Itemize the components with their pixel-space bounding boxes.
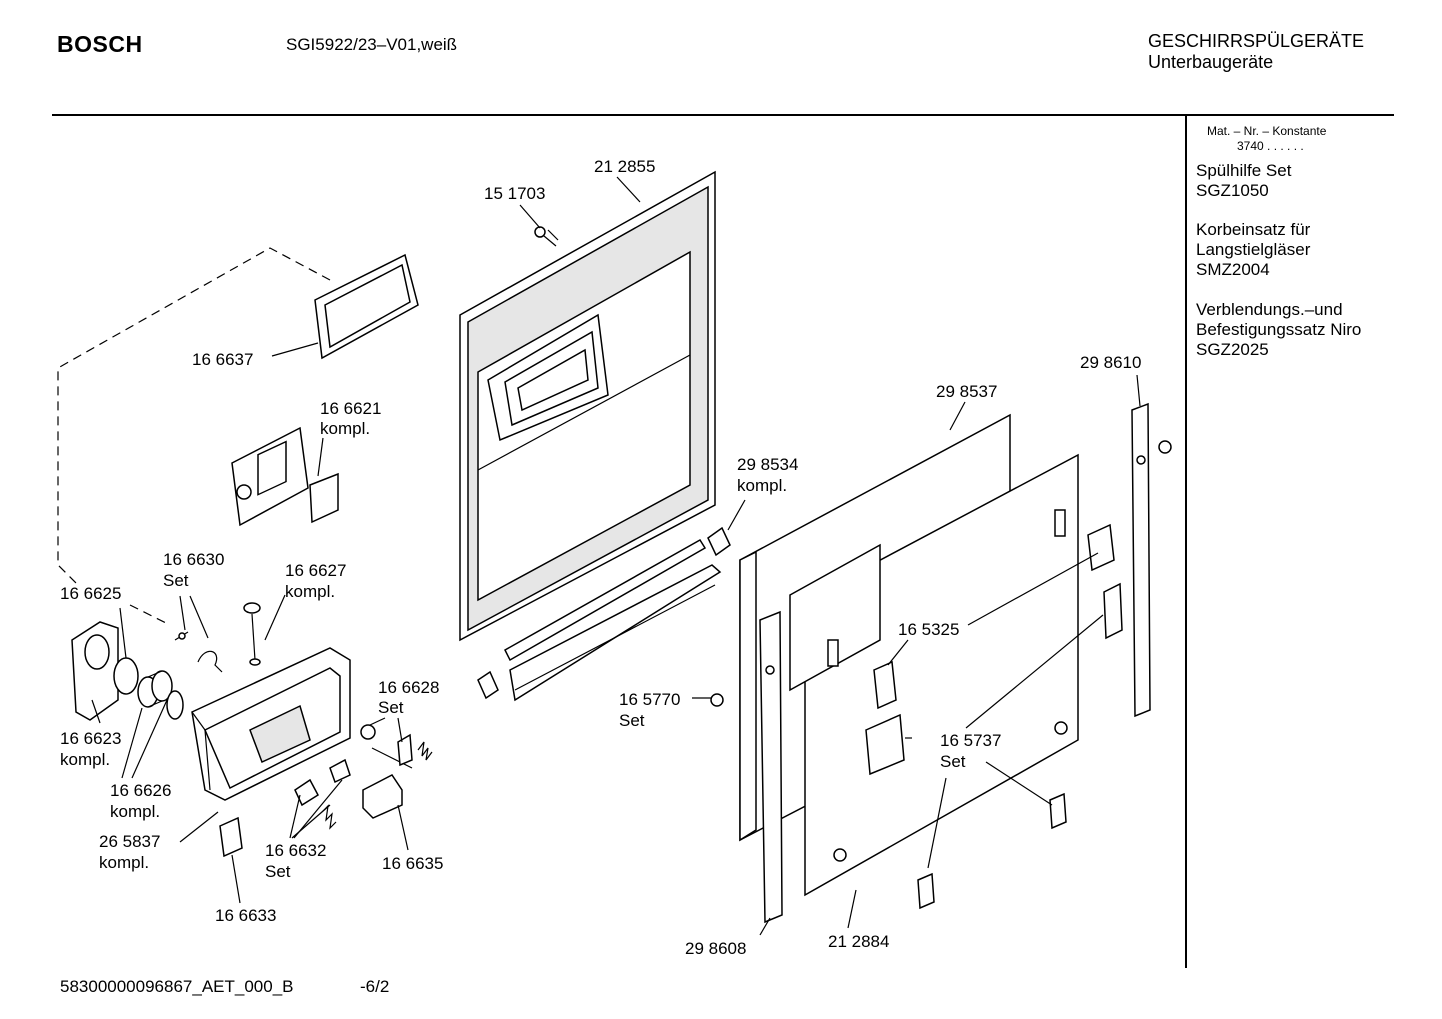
part-label-298534-note: kompl. xyxy=(737,476,788,495)
hinge-plate-part xyxy=(865,713,905,776)
part-label-212884: 21 2884 xyxy=(828,932,890,951)
clip-part xyxy=(219,816,243,858)
window-frame-part xyxy=(314,253,419,360)
category-title: GESCHIRRSPÜLGERÄTE xyxy=(1148,31,1365,51)
sleeve-part xyxy=(137,670,173,708)
accessory-2-name-line2: Langstielgläser xyxy=(1196,240,1311,259)
part-label-166627-note: kompl. xyxy=(285,582,336,601)
pin-knob-part xyxy=(243,602,261,666)
part-label-166623-note: kompl. xyxy=(60,750,111,769)
accessory-1-code: SGZ1050 xyxy=(1196,181,1269,200)
knob-cap-part xyxy=(1158,440,1172,454)
brand-logo: BOSCH xyxy=(57,31,143,57)
part-label-165737: 16 5737 xyxy=(940,731,1002,750)
part-label-166621-note: kompl. xyxy=(320,419,371,438)
dispenser-part xyxy=(231,426,339,527)
accessory-3-name-line1: Verblendungs.–und xyxy=(1196,300,1343,319)
part-label-166630: 16 6630 xyxy=(163,550,225,569)
accessory-3-code: SGZ2025 xyxy=(1196,340,1269,359)
o-ring-part xyxy=(166,690,184,720)
part-label-151703: 15 1703 xyxy=(484,184,546,203)
part-label-265837: 26 5837 xyxy=(99,832,161,851)
part-label-165770-note: Set xyxy=(619,711,645,730)
part-label-166628-note: Set xyxy=(378,698,404,717)
accessory-1-name: Spülhilfe Set xyxy=(1196,161,1292,180)
part-label-166630-note: Set xyxy=(163,571,189,590)
accessory-2-name-line1: Korbeinsatz für xyxy=(1196,220,1311,239)
header-divider xyxy=(52,114,1394,116)
assembly-dashed-outline xyxy=(57,247,331,586)
part-label-298610: 29 8610 xyxy=(1080,353,1142,372)
part-label-166626-note: kompl. xyxy=(110,802,161,821)
control-housing-part xyxy=(191,647,351,801)
accessory-3-name-line2: Befestigungssatz Niro xyxy=(1196,320,1362,339)
handle-cover-part xyxy=(71,621,119,721)
part-label-166627: 16 6627 xyxy=(285,561,347,580)
part-label-298608: 29 8608 xyxy=(685,939,747,958)
clip-upper-part xyxy=(873,660,897,710)
side-rail-right-part xyxy=(1131,402,1151,718)
hinge-left-part xyxy=(477,670,499,700)
inner-door-panel xyxy=(459,170,716,642)
mat-number-value: 3740 . . . . . . xyxy=(1237,139,1304,153)
part-label-212855: 21 2855 xyxy=(594,157,656,176)
part-label-166628: 16 6628 xyxy=(378,678,440,697)
part-label-165770: 16 5770 xyxy=(619,690,681,709)
ball-part xyxy=(360,724,376,740)
switch-part xyxy=(362,774,403,819)
bracket-side-part xyxy=(1103,582,1123,640)
bracket-upper-part xyxy=(1087,523,1115,572)
lever-part xyxy=(371,733,433,769)
leader-lines xyxy=(91,176,1141,936)
decor-panel-part xyxy=(789,453,1079,897)
page-number: -6/2 xyxy=(360,977,390,996)
spring-part xyxy=(321,804,337,830)
part-label-265837-note: kompl. xyxy=(99,853,150,872)
cap-part xyxy=(710,693,724,707)
side-rail-left-part xyxy=(759,610,783,924)
sidebar-divider xyxy=(1185,116,1187,968)
part-label-166626: 16 6626 xyxy=(110,781,172,800)
part-label-166635: 16 6635 xyxy=(382,854,444,873)
part-label-166637: 16 6637 xyxy=(192,350,254,369)
category-subtitle: Unterbaugeräte xyxy=(1148,52,1274,72)
foot-left-part xyxy=(917,872,935,910)
hinge-bracket-part xyxy=(707,526,731,557)
part-label-165325: 16 5325 xyxy=(898,620,960,639)
part-label-298534: 29 8534 xyxy=(737,455,799,474)
document-number: 58300000096867_AET_000_B xyxy=(60,977,294,996)
screw-part xyxy=(534,226,559,247)
latch-slide-part xyxy=(294,758,351,807)
ring-seal-part xyxy=(113,657,139,695)
part-label-166621: 16 6621 xyxy=(320,399,382,418)
accessory-2-code: SMZ2004 xyxy=(1196,260,1270,279)
foot-right-part xyxy=(1049,792,1067,830)
part-label-166623: 16 6623 xyxy=(60,729,122,748)
mat-number-label: Mat. – Nr. – Konstante xyxy=(1207,124,1327,138)
spring-lever-part xyxy=(174,631,223,673)
part-label-166625: 16 6625 xyxy=(60,584,122,603)
part-label-166632: 16 6632 xyxy=(265,841,327,860)
assembly-dashed-link xyxy=(129,604,171,626)
model-number: SGI5922/23–V01,weiß xyxy=(286,35,458,54)
part-label-166632-note: Set xyxy=(265,862,291,881)
part-label-166633: 16 6633 xyxy=(215,906,277,925)
lower-rail-part xyxy=(504,538,722,702)
part-label-298537: 29 8537 xyxy=(936,382,998,401)
part-label-165737-note: Set xyxy=(940,752,966,771)
